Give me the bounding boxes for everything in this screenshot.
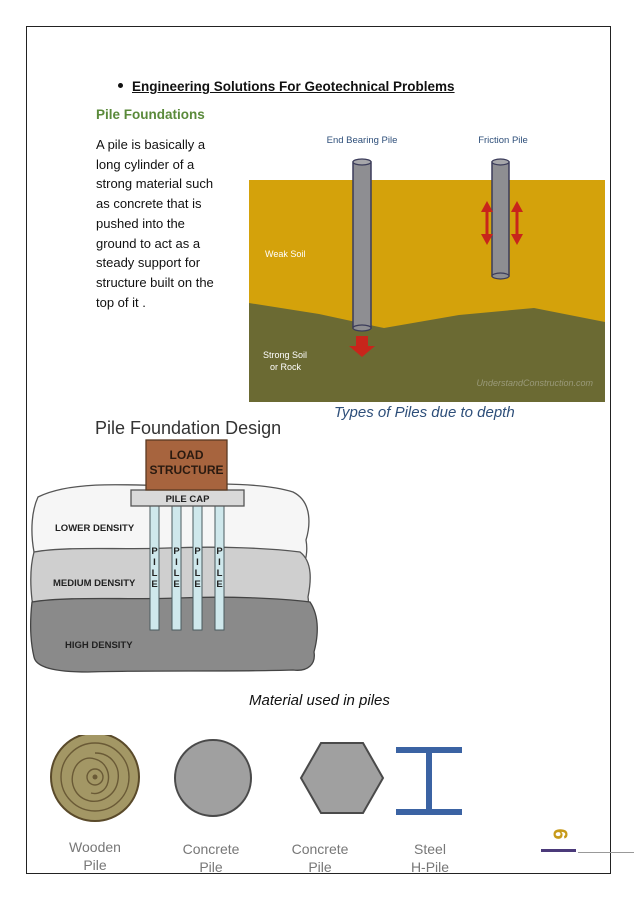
pile-cap-label: PILE CAP xyxy=(166,494,210,505)
page-number: 6 xyxy=(549,828,571,839)
concrete-hex-pile-icon xyxy=(299,742,385,814)
svg-text:I: I xyxy=(175,557,178,568)
svg-text:I: I xyxy=(153,557,156,568)
watermark: UnderstandConstruction.com xyxy=(476,378,593,388)
steel-h-pile-icon xyxy=(396,747,462,815)
svg-text:L: L xyxy=(174,568,180,579)
friction-label: Friction Pile xyxy=(478,135,528,146)
page-border xyxy=(26,26,611,874)
svg-text:P: P xyxy=(194,546,201,557)
page-number-underline xyxy=(541,849,576,852)
load-label: LOAD xyxy=(170,448,204,462)
pile-letters: P I L E P I L E P I L E P I L E xyxy=(151,546,223,590)
svg-text:L: L xyxy=(152,568,158,579)
svg-text:P: P xyxy=(216,546,223,557)
paragraph: A pile is basically a long cylinder of a… xyxy=(96,137,214,310)
down-arrow-icon xyxy=(349,336,375,357)
material-label-concrete-round: Concrete Pile xyxy=(182,841,240,875)
material-label-steel: Steel H-Pile xyxy=(410,841,450,875)
concrete-round-pile-icon xyxy=(174,739,252,817)
material-label-concrete-hex: Concrete Pile xyxy=(291,841,349,875)
pile-types-diagram: End Bearing Pile Friction Pile Weak Soil… xyxy=(249,135,605,402)
end-bearing-label: End Bearing Pile xyxy=(327,135,398,146)
wooden-pile-icon xyxy=(50,735,140,822)
svg-text:I: I xyxy=(196,557,199,568)
page-number-badge: 6 xyxy=(541,828,576,852)
svg-text:E: E xyxy=(194,579,200,590)
subheading: Pile Foundations xyxy=(96,107,205,122)
strong-soil-label-2: or Rock xyxy=(270,362,302,372)
end-bearing-pile xyxy=(352,158,372,332)
high-density-label: HIGH DENSITY xyxy=(65,640,133,651)
svg-text:E: E xyxy=(216,579,222,590)
pile-foundation-design-diagram: Pile Foundation Design PILE CAP LOAD STR… xyxy=(30,418,318,673)
section-heading: Engineering Solutions For Geotechnical P… xyxy=(118,79,455,94)
svg-text:L: L xyxy=(217,568,223,579)
figure3-caption: Material used in piles xyxy=(249,692,390,709)
bullet-icon xyxy=(118,82,123,88)
strong-soil-label: Strong Soil xyxy=(263,350,307,360)
svg-text:E: E xyxy=(151,579,157,590)
friction-arrow-icon xyxy=(481,201,523,245)
figure1-caption: Types of Piles due to depth xyxy=(334,404,515,421)
svg-text:L: L xyxy=(195,568,201,579)
weak-soil-label: Weak Soil xyxy=(265,249,305,259)
friction-pile xyxy=(491,158,510,280)
load-structure xyxy=(145,439,228,491)
svg-text:I: I xyxy=(218,557,221,568)
structure-label: STRUCTURE xyxy=(150,463,224,477)
footer-rule xyxy=(578,852,634,853)
svg-text:P: P xyxy=(173,546,180,557)
lower-density-label: LOWER DENSITY xyxy=(55,523,135,534)
material-label-wooden: Wooden Pile xyxy=(69,839,121,873)
design-title: Pile Foundation Design xyxy=(95,418,281,438)
svg-text:E: E xyxy=(173,579,179,590)
svg-text:P: P xyxy=(151,546,158,557)
medium-density-label: MEDIUM DENSITY xyxy=(53,578,136,589)
pile-materials-diagram xyxy=(50,735,462,822)
